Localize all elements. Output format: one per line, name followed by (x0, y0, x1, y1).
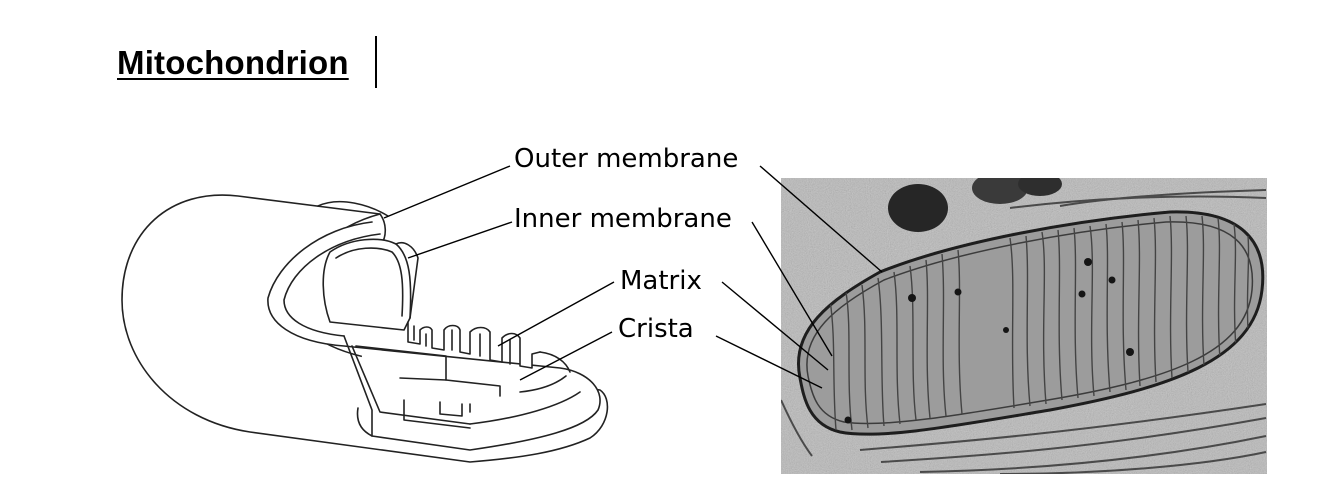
electron-micrograph (781, 172, 1267, 474)
label-matrix: Matrix (620, 266, 702, 296)
leader-outer-left (384, 166, 510, 218)
leader-inner-left (408, 222, 512, 258)
label-crista: Crista (618, 314, 694, 344)
inner-membrane-shape (323, 239, 410, 330)
cutaway-illustration (122, 195, 607, 462)
label-inner-membrane: Inner membrane (514, 204, 732, 234)
leader-matrix-left (498, 282, 614, 346)
label-outer-membrane: Outer membrane (514, 144, 738, 174)
